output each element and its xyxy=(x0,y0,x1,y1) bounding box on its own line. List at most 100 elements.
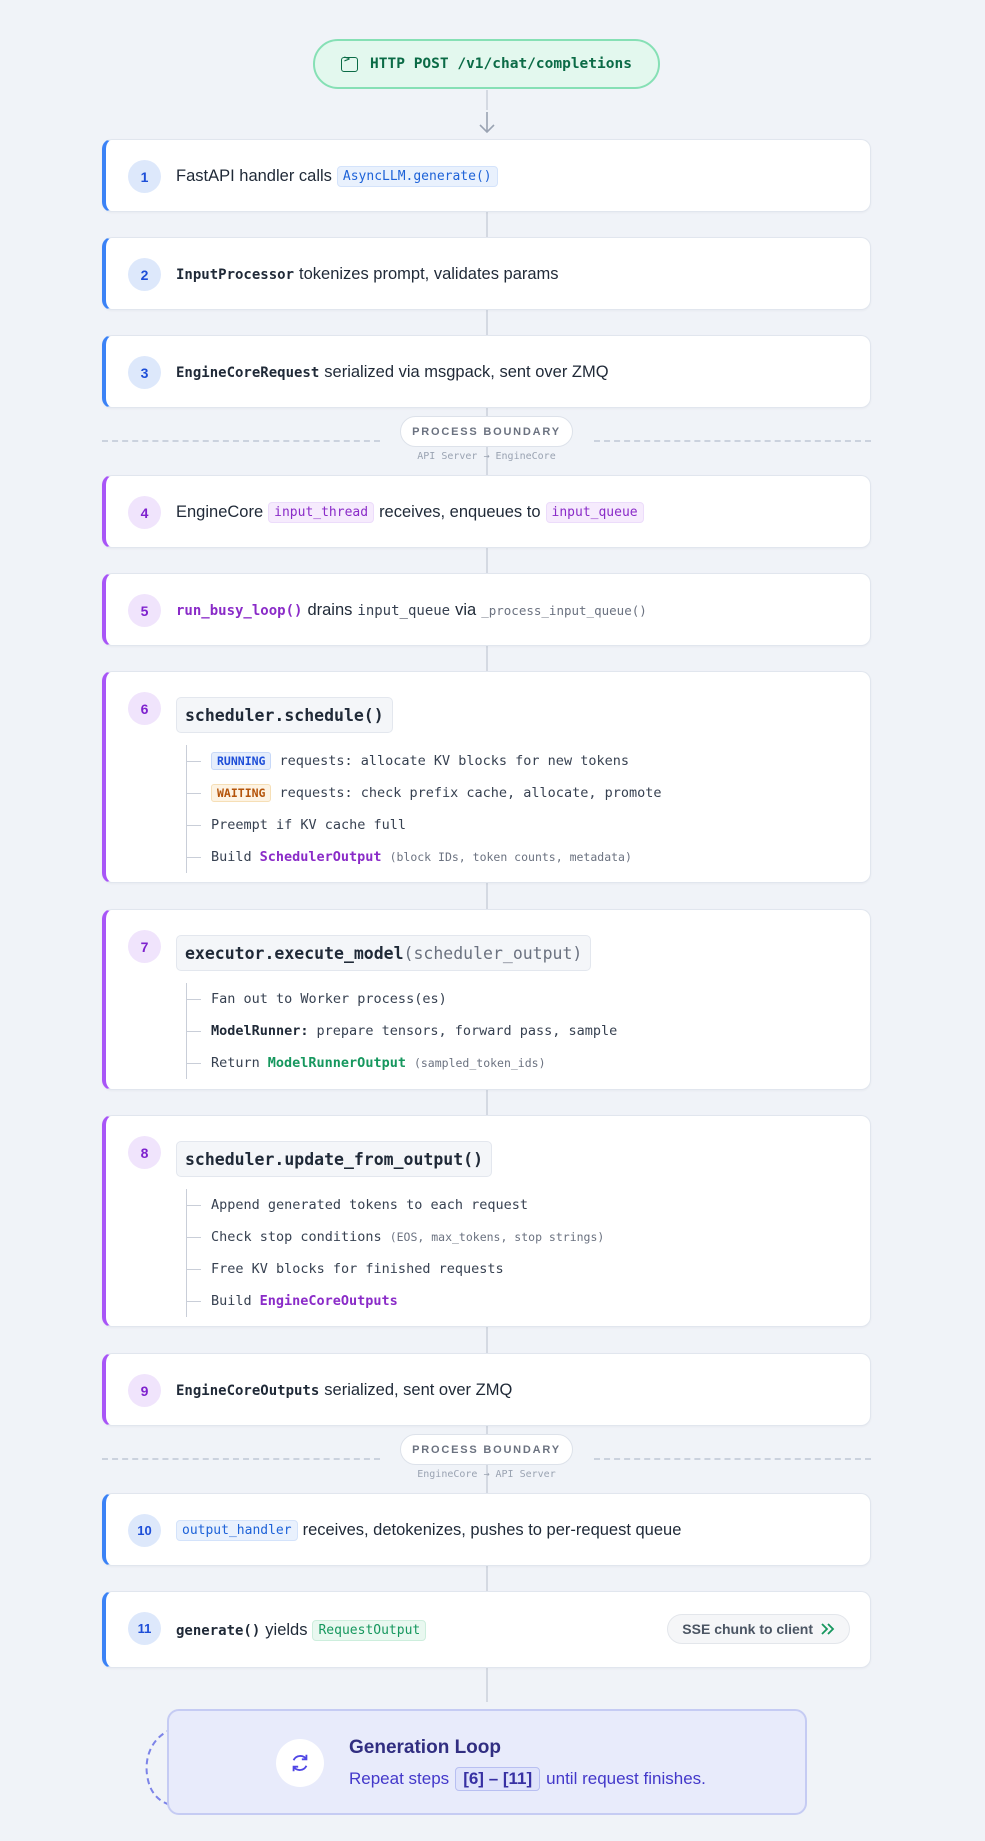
boundary-dash-right xyxy=(594,1458,871,1460)
process-boundary-subtitle: EngineCore → API Server xyxy=(417,1469,556,1480)
detail-tree: Append generated tokens to each request … xyxy=(186,1189,612,1317)
code-label: generate() xyxy=(176,1622,261,1639)
step-card-3: 3 EngineCoreRequest serialized via msgpa… xyxy=(102,335,871,408)
tree-item: Preempt if KV cache full xyxy=(187,809,669,841)
loop-subtitle: Repeat steps [6] – [11] until request fi… xyxy=(349,1767,706,1791)
step-text: tokenizes prompt, validates params xyxy=(299,265,559,283)
step-number-badge: 6 xyxy=(128,692,161,725)
function-name: executor.execute_model xyxy=(185,943,404,963)
code-label: EngineCoreOutputs xyxy=(176,1382,320,1399)
tree-item-text: Append generated tokens to each request xyxy=(211,1197,528,1213)
detail-tree: Fan out to Worker process(es) ModelRunne… xyxy=(186,983,625,1079)
step-number-badge: 10 xyxy=(128,1514,161,1547)
tree-item-text: Return xyxy=(211,1055,260,1071)
tree-item-text: requests: allocate KV blocks for new tok… xyxy=(279,753,629,769)
tree-item: Return ModelRunnerOutput (sampled_token_… xyxy=(187,1047,625,1079)
process-boundary-pill: PROCESS BOUNDARY xyxy=(400,1434,573,1465)
status-tag-waiting: WAITING xyxy=(211,784,272,802)
step-text: serialized, sent over ZMQ xyxy=(324,1381,513,1399)
function-name: scheduler.update_from_output() xyxy=(185,1149,484,1169)
tree-item-strong: ModelRunner: xyxy=(211,1023,309,1039)
boundary-dash-left xyxy=(102,1458,380,1460)
function-box: scheduler.update_from_output() xyxy=(176,1141,493,1177)
boundary-dash-left xyxy=(102,440,380,442)
tree-item-note: (block IDs, token counts, metadata) xyxy=(389,850,632,864)
loop-text-post: until request finishes. xyxy=(546,1769,706,1788)
code-label: run_busy_loop() xyxy=(176,602,303,619)
step-card-7: 7 executor.execute_model (scheduler_outp… xyxy=(102,909,871,1090)
tree-item: ModelRunner: prepare tensors, forward pa… xyxy=(187,1015,625,1047)
code-chip: RequestOutput xyxy=(312,1620,427,1641)
step-text: via xyxy=(455,601,477,619)
step-number-badge: 1 xyxy=(128,160,161,193)
http-request-pill: HTTP POST /v1/chat/completions xyxy=(313,39,660,89)
step-card-6: 6 scheduler.schedule() RUNNING requests:… xyxy=(102,671,871,883)
generation-loop-box: Generation Loop Repeat steps [6] – [11] … xyxy=(167,1709,807,1815)
flow-connector xyxy=(486,90,488,110)
tree-item: Build EngineCoreOutputs xyxy=(187,1285,612,1317)
function-box: executor.execute_model (scheduler_output… xyxy=(176,935,592,971)
status-tag-running: RUNNING xyxy=(211,752,272,770)
process-boundary-pill: PROCESS BOUNDARY xyxy=(400,416,573,447)
sse-chunk-pill: SSE chunk to client xyxy=(667,1614,850,1644)
tree-item-note: (sampled_token_ids) xyxy=(413,1056,546,1070)
step-text: serialized via msgpack, sent over ZMQ xyxy=(324,363,609,381)
loop-range-chip: [6] – [11] xyxy=(455,1767,541,1791)
step-number-badge: 3 xyxy=(128,356,161,389)
tree-item: Check stop conditions (EOS, max_tokens, … xyxy=(187,1221,612,1253)
tree-item: RUNNING requests: allocate KV blocks for… xyxy=(187,745,669,777)
double-chevron-right-icon xyxy=(821,1623,835,1635)
step-card-1: 1 FastAPI handler calls AsyncLLM.generat… xyxy=(102,139,871,212)
step-text: receives, detokenizes, pushes to per-req… xyxy=(302,1521,682,1539)
tree-item-text: Check stop conditions xyxy=(211,1229,382,1245)
loop-title: Generation Loop xyxy=(349,1737,501,1758)
step-text: yields xyxy=(265,1621,308,1639)
tree-item-strong: SchedulerOutput xyxy=(259,849,382,865)
code-label: InputProcessor xyxy=(176,266,295,283)
step-text: receives, enqueues to xyxy=(379,503,541,521)
step-number-badge: 11 xyxy=(128,1612,161,1645)
tree-item: Build SchedulerOutput (block IDs, token … xyxy=(187,841,669,873)
step-card-9: 9 EngineCoreOutputs serialized, sent ove… xyxy=(102,1353,871,1426)
step-card-11: 11 generate() yields RequestOutput SSE c… xyxy=(102,1591,871,1668)
boundary-dash-right xyxy=(594,440,871,442)
refresh-icon xyxy=(276,1739,324,1787)
function-box: scheduler.schedule() xyxy=(176,697,393,733)
step-card-10: 10 output_handler receives, detokenizes,… xyxy=(102,1493,871,1566)
tree-item: Fan out to Worker process(es) xyxy=(187,983,625,1015)
tree-item: Free KV blocks for finished requests xyxy=(187,1253,612,1285)
step-text: FastAPI handler calls xyxy=(176,167,332,185)
code-label: input_queue xyxy=(357,602,451,619)
step-card-8: 8 scheduler.update_from_output() Append … xyxy=(102,1115,871,1327)
detail-tree: RUNNING requests: allocate KV blocks for… xyxy=(186,745,669,873)
http-request-label: HTTP POST /v1/chat/completions xyxy=(370,56,632,72)
tree-item-text: Fan out to Worker process(es) xyxy=(211,991,447,1007)
tree-item-text: requests: check prefix cache, allocate, … xyxy=(279,785,662,801)
function-name: scheduler.schedule() xyxy=(185,705,384,725)
step-number-badge: 9 xyxy=(128,1374,161,1407)
step-number-badge: 8 xyxy=(128,1136,161,1169)
tree-item-strong: EngineCoreOutputs xyxy=(259,1293,398,1309)
tree-item-note: (EOS, max_tokens, stop strings) xyxy=(389,1230,605,1244)
tree-item-text: Preempt if KV cache full xyxy=(211,817,407,833)
code-chip: input_queue xyxy=(545,502,644,523)
function-args: (scheduler_output) xyxy=(403,943,583,963)
code-chip: output_handler xyxy=(176,1520,298,1541)
tree-item-strong: ModelRunnerOutput xyxy=(267,1055,406,1071)
step-card-4: 4 EngineCore input_thread receives, enqu… xyxy=(102,475,871,548)
step-number-badge: 5 xyxy=(128,594,161,627)
code-label: EngineCoreRequest xyxy=(176,364,320,381)
step-text: EngineCore xyxy=(176,503,264,521)
sse-chunk-label: SSE chunk to client xyxy=(682,1621,813,1637)
tree-item-text: Build xyxy=(211,849,252,865)
step-text: drains xyxy=(307,601,353,619)
step-card-2: 2 InputProcessor tokenizes prompt, valid… xyxy=(102,237,871,310)
tree-item-text: Build xyxy=(211,1293,252,1309)
step-number-badge: 7 xyxy=(128,930,161,963)
process-boundary-subtitle: API Server → EngineCore xyxy=(417,451,556,462)
tree-item: WAITING requests: check prefix cache, al… xyxy=(187,777,669,809)
tree-item-text: Free KV blocks for finished requests xyxy=(211,1261,504,1277)
code-chip: AsyncLLM.generate() xyxy=(336,166,498,187)
arrow-down-icon xyxy=(479,112,495,134)
step-number-badge: 4 xyxy=(128,496,161,529)
